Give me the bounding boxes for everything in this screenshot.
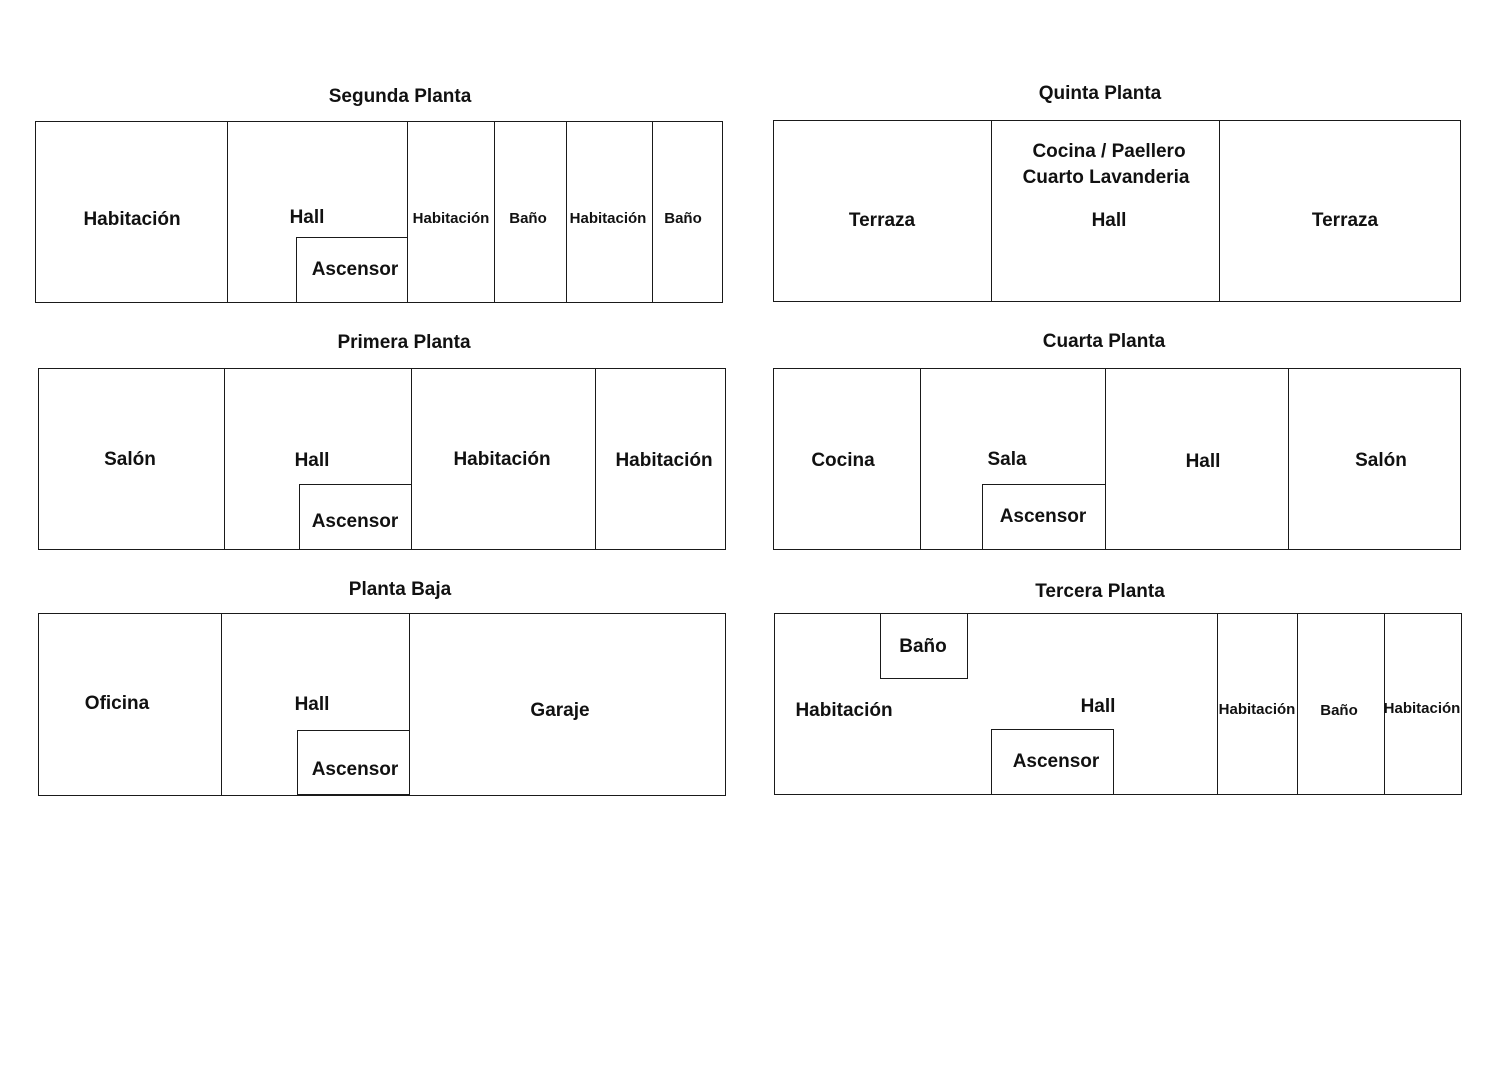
room-label-hall: Hall <box>1080 696 1116 717</box>
room-habitacion-2 <box>1217 614 1297 794</box>
plan-title-quinta: Quinta Planta <box>1038 83 1162 104</box>
room-habitacion-3 <box>1384 614 1461 794</box>
room-label-salon: Salón <box>1355 450 1407 471</box>
room-bano-1 <box>494 122 566 302</box>
room-terraza-2 <box>1219 121 1460 301</box>
room-label-hall: Hall <box>289 207 325 228</box>
room-habitacion-2 <box>595 369 725 549</box>
room-label-ascensor: Ascensor <box>311 511 399 532</box>
room-label-garaje: Garaje <box>530 700 590 721</box>
room-hall <box>221 614 409 795</box>
room-label-bano-1: Baño <box>899 636 947 657</box>
room-ascensor <box>296 237 408 303</box>
room-hall <box>1105 369 1288 549</box>
room-label-habitacion-1: Habitación <box>83 209 181 230</box>
plan-title-primera: Primera Planta <box>337 332 471 353</box>
room-bano-1 <box>880 613 968 679</box>
room-label-terraza-1: Terraza <box>848 210 916 231</box>
room-label-hall: Hall <box>294 694 330 715</box>
floor-plan-primera: Salón Hall Ascensor Habitación Habitació… <box>38 368 726 550</box>
room-habitacion-3 <box>566 122 652 302</box>
room-label-hall: Hall <box>1091 210 1127 231</box>
floor-plan-segunda: Habitación Hall Ascensor Habitación Baño… <box>35 121 723 303</box>
room-ascensor <box>982 484 1106 550</box>
room-sala <box>920 369 1105 549</box>
room-label-habitacion-3: Habitación <box>569 210 647 227</box>
room-label-habitacion-1: Habitación <box>795 700 893 721</box>
room-label-lavanderia: Cuarto Lavanderia <box>1022 167 1190 188</box>
room-label-ascensor: Ascensor <box>311 259 399 280</box>
floor-plan-cuarta: Cocina Sala Ascensor Hall Salón <box>773 368 1461 550</box>
room-hall <box>224 369 411 549</box>
plan-title-cuarta: Cuarta Planta <box>1042 331 1166 352</box>
room-label-ascensor: Ascensor <box>1012 751 1100 772</box>
room-label-oficina: Oficina <box>84 693 150 714</box>
floor-plan-quinta: Terraza Cocina / Paellero Cuarto Lavande… <box>773 120 1461 302</box>
room-ascensor <box>297 730 410 795</box>
plan-title-tercera: Tercera Planta <box>1035 581 1165 602</box>
room-label-sala: Sala <box>987 449 1027 470</box>
room-hall <box>227 122 407 302</box>
room-label-bano-2: Baño <box>1320 702 1358 719</box>
room-label-bano-2: Baño <box>664 210 702 227</box>
room-habitacion-2 <box>407 122 494 302</box>
room-label-habitacion-2: Habitación <box>412 210 490 227</box>
room-label-salon: Salón <box>104 449 156 470</box>
room-cocina-hall <box>991 121 1219 301</box>
room-bano-2 <box>1297 614 1384 794</box>
room-label-hall: Hall <box>294 450 330 471</box>
room-label-hall: Hall <box>1185 451 1221 472</box>
floor-plan-baja: Oficina Hall Ascensor Garaje <box>38 613 726 796</box>
room-bano-2 <box>652 122 722 302</box>
room-garaje <box>409 614 725 795</box>
room-label-terraza-2: Terraza <box>1311 210 1379 231</box>
room-label-habitacion-3: Habitación <box>1383 700 1461 717</box>
room-label-ascensor: Ascensor <box>311 759 399 780</box>
plan-title-segunda: Segunda Planta <box>328 86 472 107</box>
room-ascensor <box>299 484 412 550</box>
room-label-ascensor: Ascensor <box>999 506 1087 527</box>
room-label-cocina: Cocina / Paellero <box>1032 141 1186 162</box>
room-label-habitacion-2: Habitación <box>1218 701 1296 718</box>
room-label-cocina: Cocina <box>811 450 875 471</box>
room-habitacion-1 <box>411 369 595 549</box>
room-label-habitacion-2: Habitación <box>615 450 713 471</box>
plan-title-baja: Planta Baja <box>348 579 452 600</box>
room-label-bano-1: Baño <box>509 210 547 227</box>
room-label-habitacion-1: Habitación <box>453 449 551 470</box>
room-ascensor <box>991 729 1114 795</box>
room-salon <box>1288 369 1460 549</box>
floor-plan-tercera: Baño Habitación Hall Ascensor Habitación… <box>774 613 1462 795</box>
